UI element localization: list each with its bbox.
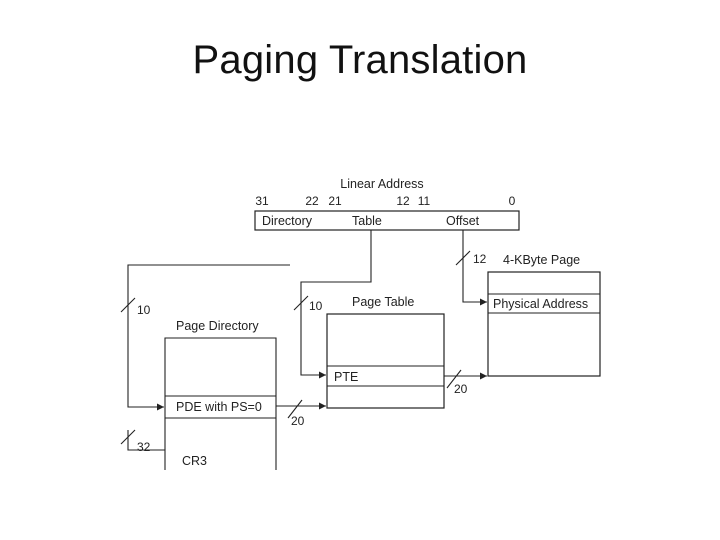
page-directory-box <box>164 337 277 470</box>
slide-title: Paging Translation <box>192 38 528 82</box>
bit-11-label: 11 <box>418 194 431 208</box>
offset-path: 12 <box>455 230 487 306</box>
linear-address-title: Linear Address <box>340 177 423 191</box>
page-table-label: Page Table <box>352 295 414 309</box>
directory-field: Directory <box>262 214 313 228</box>
offset-arrow <box>462 230 487 306</box>
table-index-arrow <box>300 230 372 379</box>
linear-address: Linear Address 31 22 21 12 11 0 Director… <box>254 177 520 231</box>
directory-path: 10 <box>120 264 290 411</box>
table-width-slash <box>293 295 309 311</box>
page-label: 4-KByte Page <box>503 253 580 267</box>
table-path: 10 <box>293 230 372 379</box>
page-directory: Page Directory PDE with PS=0 <box>164 319 277 470</box>
offset-field: Offset <box>446 214 480 228</box>
pde-width-slash <box>287 399 303 419</box>
cr3-register: 32 CR3 <box>120 429 207 470</box>
bit-0-label: 0 <box>509 194 516 208</box>
kbyte-page: 4-KByte Page Physical Address <box>487 253 601 377</box>
cr3-arrow <box>127 430 166 470</box>
physical-address-entry: Physical Address <box>493 297 588 311</box>
pte-width-slash <box>446 369 462 389</box>
linear-address-box <box>254 210 520 231</box>
pde-entry: PDE with PS=0 <box>176 400 262 414</box>
directory-index-arrow <box>127 264 290 411</box>
pte-entry: PTE <box>334 370 358 384</box>
bit-21-label: 21 <box>328 194 342 208</box>
pde-width-label: 20 <box>291 414 305 428</box>
table-width-label: 10 <box>309 299 323 313</box>
offset-width-slash <box>455 250 471 266</box>
pte-width-label: 20 <box>454 382 468 396</box>
directory-width-slash <box>120 297 136 313</box>
directory-width-label: 10 <box>137 303 151 317</box>
page-table-box <box>326 313 445 409</box>
table-field: Table <box>352 214 382 228</box>
bit-22-label: 22 <box>305 194 319 208</box>
cr3-label: CR3 <box>182 454 207 468</box>
pde-to-page-table: 20 <box>276 399 326 428</box>
page-directory-label: Page Directory <box>176 319 259 333</box>
cr3-width-slash <box>120 429 136 445</box>
bit-31-label: 31 <box>255 194 269 208</box>
pte-to-page: 20 <box>444 369 487 396</box>
offset-width-label: 12 <box>473 252 487 266</box>
page-box <box>487 271 601 377</box>
page-table: Page Table PTE <box>326 295 445 409</box>
bit-12-label: 12 <box>396 194 410 208</box>
cr3-width-label: 32 <box>137 440 151 454</box>
